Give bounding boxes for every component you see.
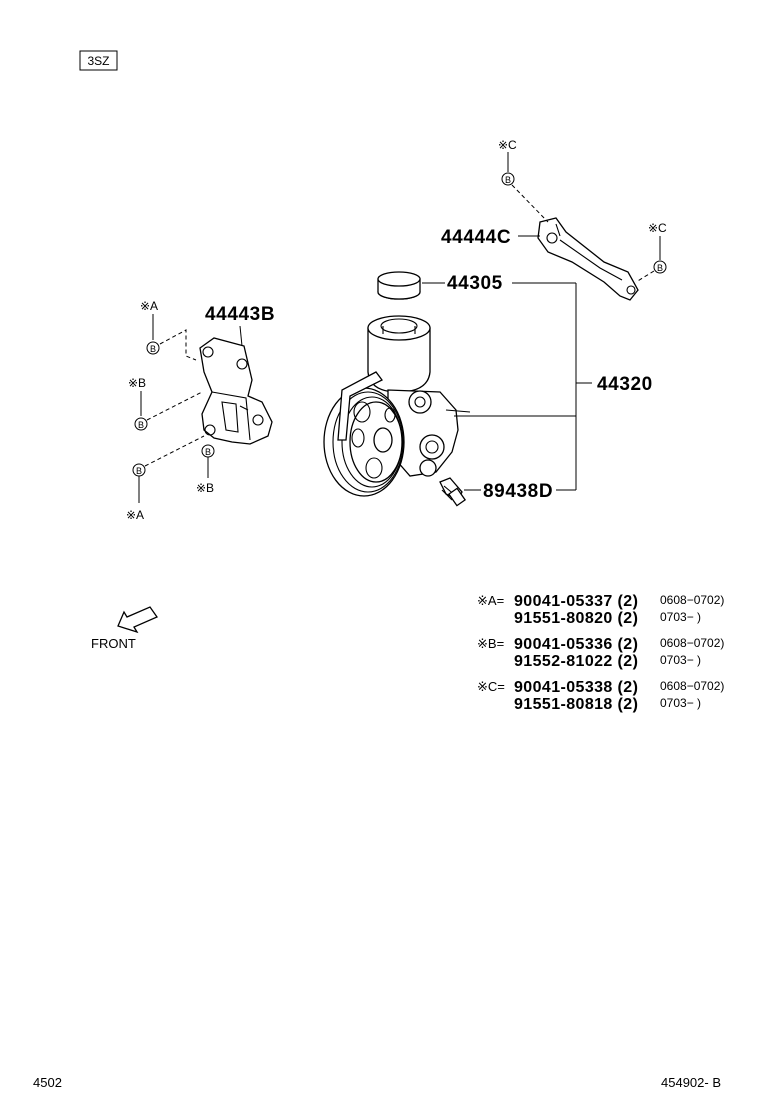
- legend-key-b: ※B=: [477, 636, 504, 651]
- legend-part: 90041-05337 (2): [514, 593, 638, 610]
- footer-right: 454902- B: [661, 1075, 721, 1090]
- marker-b-bottom: ※B: [196, 481, 214, 495]
- marker-c-right: ※C: [648, 221, 667, 235]
- marker-c-top: ※C: [498, 138, 517, 152]
- legend-part: 91552-81022 (2): [514, 653, 638, 670]
- marker-b-left: ※B: [128, 376, 146, 390]
- footer-left: 4502: [33, 1075, 62, 1090]
- bolt-b-marker: [146, 341, 160, 355]
- bolt-b-marker: [501, 172, 515, 186]
- legend-range: 0608−0702): [660, 593, 724, 607]
- label-44305: 44305: [447, 273, 503, 294]
- svg-text:B: B: [136, 466, 142, 476]
- svg-text:B: B: [150, 344, 156, 354]
- bracket-44443b: [199, 337, 273, 445]
- legend-range: 0703− ): [660, 696, 701, 710]
- front-arrow-icon: [117, 606, 158, 634]
- power-steering-pump-44320: [323, 315, 471, 497]
- engine-code: 3SZ: [87, 54, 109, 68]
- engine-code-box: [79, 50, 118, 71]
- legend-range: 0608−0702): [660, 679, 724, 693]
- svg-text:B: B: [138, 420, 144, 430]
- label-89438d: 89438D: [483, 481, 553, 502]
- bolt-b-marker: [134, 417, 148, 431]
- bracket-44444c: [537, 217, 639, 301]
- svg-text:B: B: [657, 263, 663, 273]
- label-44444c: 44444C: [441, 227, 511, 248]
- legend-part: 91551-80818 (2): [514, 696, 638, 713]
- legend: ※A= 90041-05337 (2) 0608−0702) 91551-808…: [477, 593, 724, 713]
- legend-range: 0703− ): [660, 610, 701, 624]
- legend-range: 0608−0702): [660, 636, 724, 650]
- label-44443b: 44443B: [205, 304, 275, 325]
- reservoir-cap-44305: [377, 271, 421, 300]
- legend-part: 90041-05336 (2): [514, 636, 638, 653]
- legend-key-a: ※A=: [477, 593, 504, 608]
- marker-a-top: ※A: [140, 299, 158, 313]
- control-valve-89438d: [439, 477, 467, 507]
- legend-part: 91551-80820 (2): [514, 610, 638, 627]
- label-44320: 44320: [597, 374, 653, 395]
- svg-text:B: B: [505, 175, 511, 185]
- marker-a-bottom: ※A: [126, 508, 144, 522]
- legend-range: 0703− ): [660, 653, 701, 667]
- front-label: FRONT: [91, 636, 136, 651]
- bolt-b-marker: [653, 260, 667, 274]
- legend-key-c: ※C=: [477, 679, 505, 694]
- legend-part: 90041-05338 (2): [514, 679, 638, 696]
- svg-text:B: B: [205, 447, 211, 457]
